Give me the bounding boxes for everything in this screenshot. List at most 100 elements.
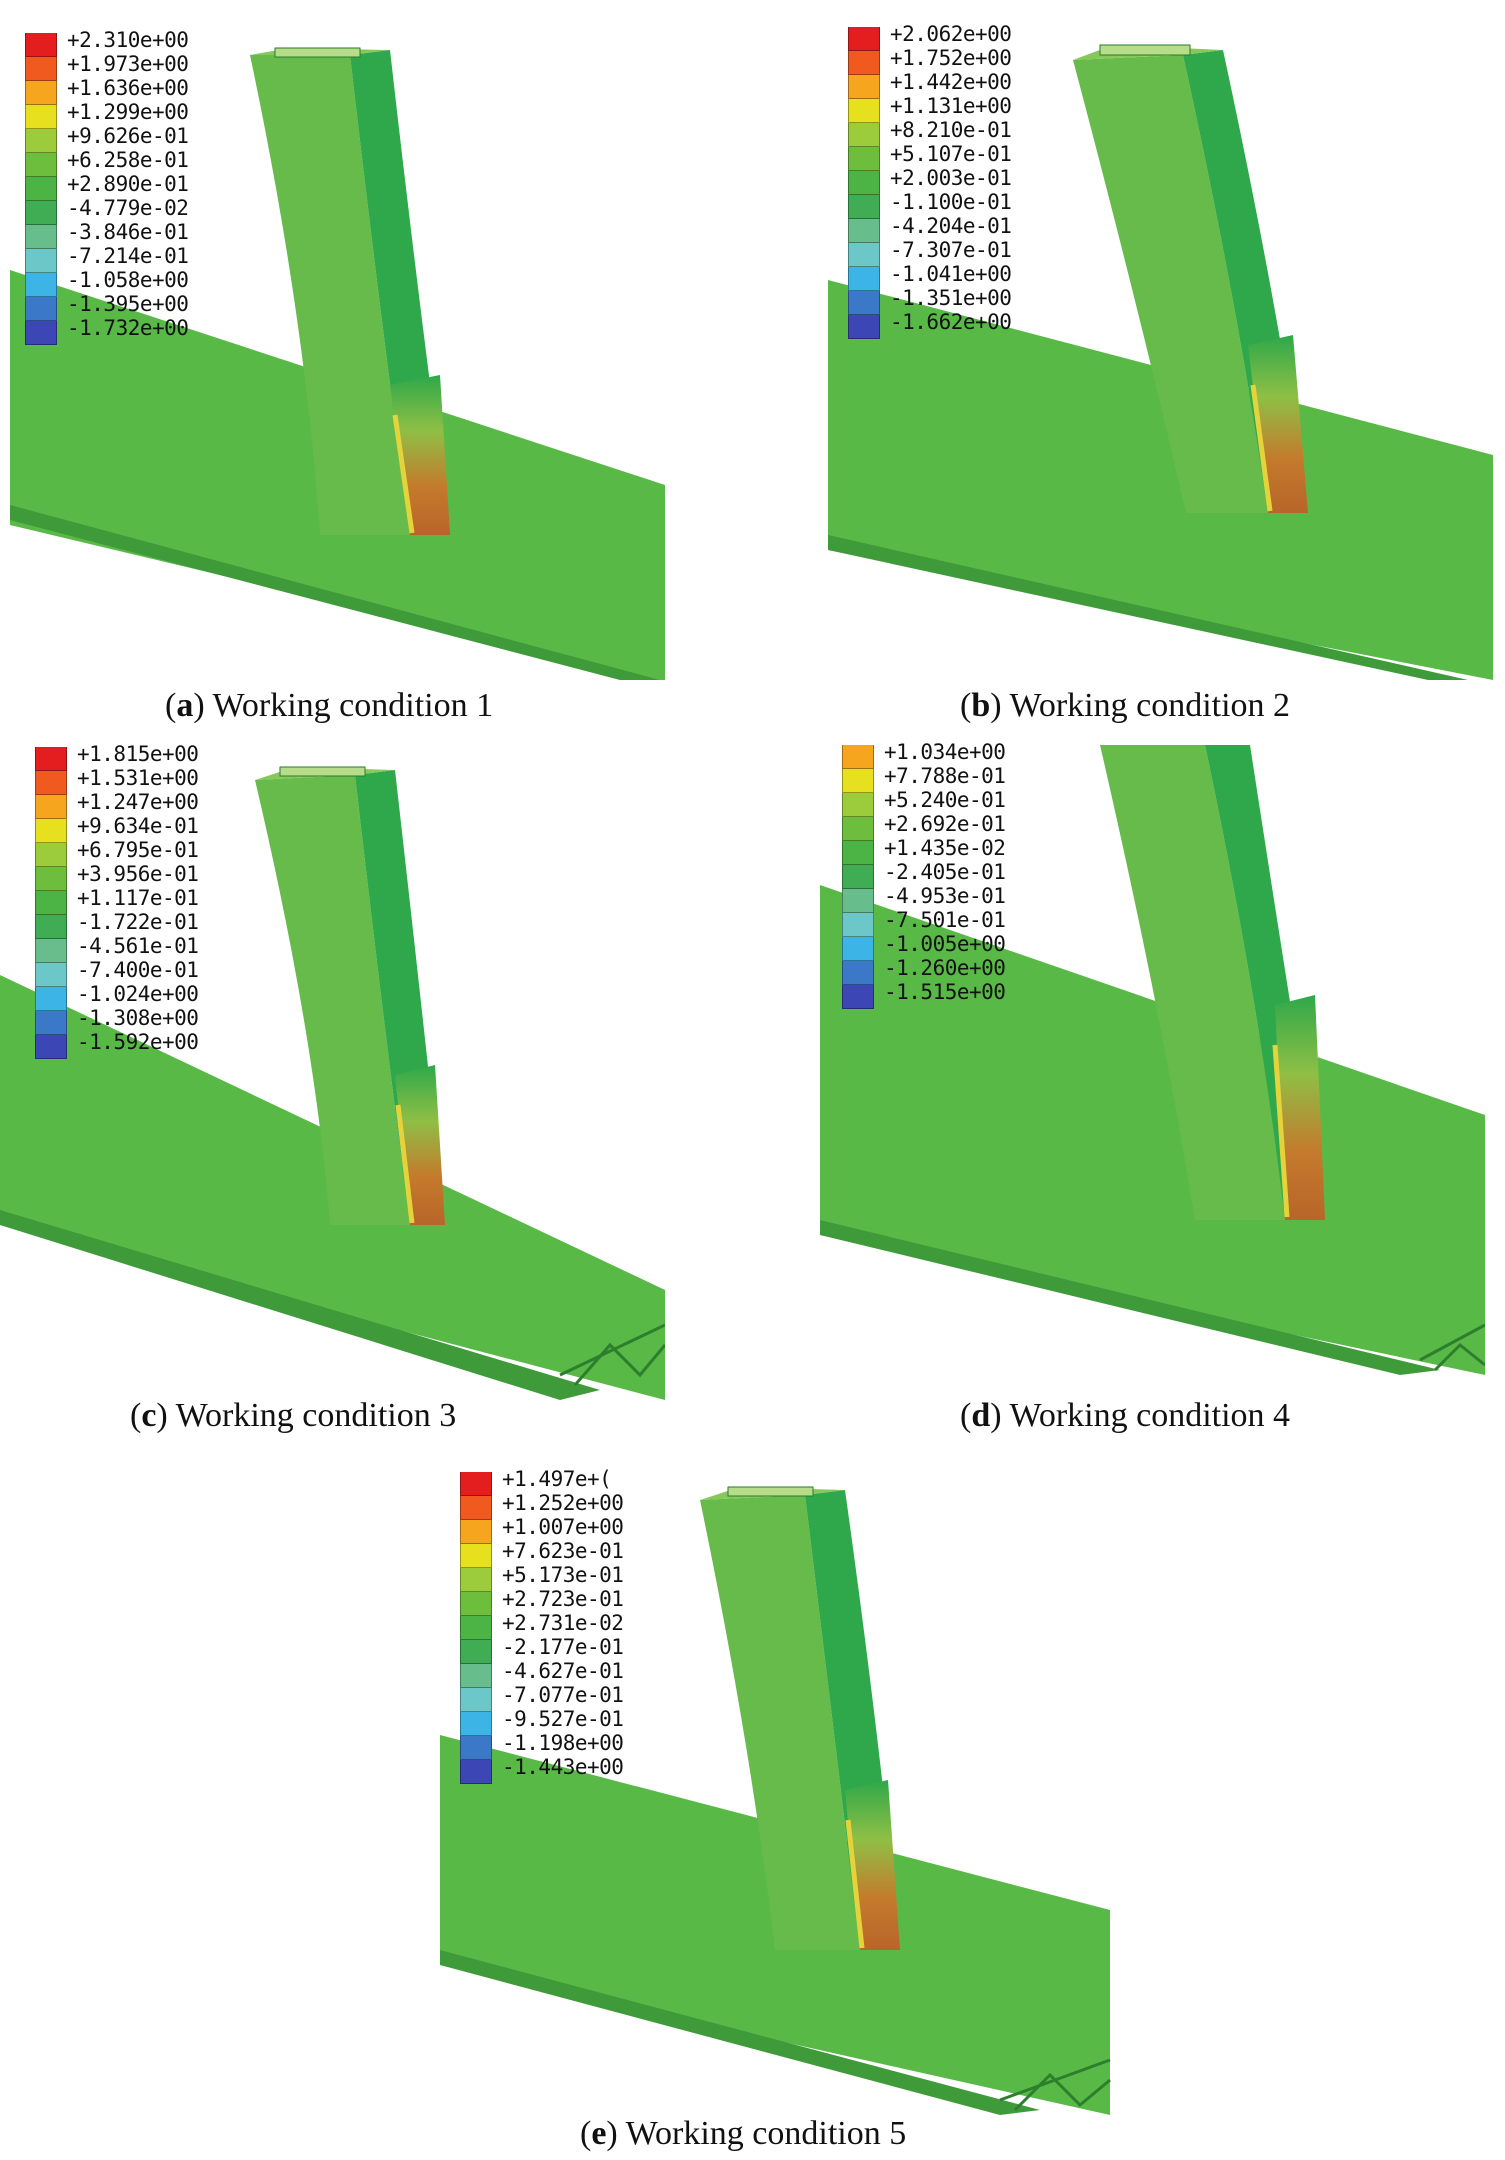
legend-row: +3.956e-01: [35, 862, 335, 891]
legend-row: -7.307e-01: [848, 238, 1148, 267]
legend-swatch: [842, 937, 874, 961]
legend-value: -3.846e-01: [67, 220, 189, 244]
column-top-hole: [274, 47, 361, 58]
legend-row: +1.752e+00: [848, 46, 1148, 75]
legend-row: -1.443e+00: [460, 1755, 760, 1784]
legend-swatch: [25, 81, 57, 105]
legend-swatch: [25, 153, 57, 177]
legend-value: +2.731e-02: [502, 1611, 624, 1635]
legend-row: +5.107e-01: [848, 142, 1148, 171]
legend-swatch: [460, 1664, 492, 1688]
legend-value: +1.252e+00: [502, 1491, 624, 1515]
legend-swatch: [842, 769, 874, 793]
legend-row: +1.131e+00: [848, 94, 1148, 123]
legend-value: -1.515e+00: [884, 980, 1006, 1004]
legend-value: -1.024e+00: [77, 982, 199, 1006]
legend-swatch: [35, 1035, 67, 1059]
legend-value: +6.795e-01: [77, 838, 199, 862]
legend-swatch: [848, 171, 880, 195]
legend-swatch: [848, 243, 880, 267]
legend-row: -1.592e+00: [35, 1030, 335, 1059]
legend-row: -1.662e+00: [848, 310, 1148, 339]
legend-row: +7.623e-01: [460, 1539, 760, 1568]
legend-value: +1.815e+00: [77, 742, 199, 766]
caption-c: (c) Working condition 3: [130, 1397, 457, 1434]
legend-row: -1.395e+00: [25, 292, 325, 321]
legend-swatch: [460, 1496, 492, 1520]
legend-swatch: [460, 1688, 492, 1712]
legend-value: -1.443e+00: [502, 1755, 624, 1779]
legend-value: -4.204e-01: [890, 214, 1012, 238]
legend-value: +8.210e-01: [890, 118, 1012, 142]
legend-swatch: [35, 963, 67, 987]
legend-row: +1.435e-02: [842, 836, 1142, 865]
legend-swatch: [35, 795, 67, 819]
legend-swatch: [848, 219, 880, 243]
caption-d: (d) Working condition 4: [960, 1397, 1291, 1434]
column-top-hole: [727, 1486, 814, 1497]
legend-value: +1.247e+00: [77, 790, 199, 814]
column-edge-highlight: [395, 1104, 415, 1224]
legend-row: +2.003e-01: [848, 166, 1148, 195]
column-hot-zone: [1275, 995, 1325, 1220]
legend-row: +1.442e+00: [848, 70, 1148, 99]
plate-side: [440, 1950, 1040, 2115]
legend-value: -1.592e+00: [77, 1030, 199, 1054]
fea-model-render-b: [828, 44, 1493, 680]
column-front: [250, 55, 410, 535]
legend-row: -1.308e+00: [35, 1006, 335, 1035]
legend-row: +2.310e+00: [25, 28, 325, 57]
legend-swatch: [848, 267, 880, 291]
column-front: [255, 775, 410, 1225]
legend-row: -4.953e-01: [842, 884, 1142, 913]
legend-row: +1.497e+(: [460, 1467, 760, 1496]
legend-row: -4.779e-02: [25, 196, 325, 225]
legend-row: -1.198e+00: [460, 1731, 760, 1760]
legend-value: +1.636e+00: [67, 76, 189, 100]
legend-swatch: [25, 129, 57, 153]
legend-swatch: [25, 225, 57, 249]
legend-row: -1.260e+00: [842, 956, 1142, 985]
legend-value: -1.732e+00: [67, 316, 189, 340]
legend-value: +2.062e+00: [890, 22, 1012, 46]
legend-value: +2.890e-01: [67, 172, 189, 196]
legend-value: -4.953e-01: [884, 884, 1006, 908]
column-edge-highlight: [845, 1819, 865, 1949]
legend-row: +1.636e+00: [25, 76, 325, 105]
legend-swatch: [848, 27, 880, 51]
legend-swatch: [842, 913, 874, 937]
legend-swatch: [460, 1520, 492, 1544]
legend-value: -7.307e-01: [890, 238, 1012, 262]
truss-detail: [559, 1323, 665, 1386]
column-front: [1100, 745, 1285, 1220]
legend-row: +8.210e-01: [848, 118, 1148, 147]
legend-value: -1.041e+00: [890, 262, 1012, 286]
legend-value: -4.779e-02: [67, 196, 189, 220]
legend-row: +2.062e+00: [848, 22, 1148, 51]
plate-side: [0, 1210, 600, 1400]
legend-value: +2.310e+00: [67, 28, 189, 52]
legend-swatch: [25, 273, 57, 297]
legend-swatch: [848, 291, 880, 315]
legend-swatch: [460, 1472, 492, 1496]
legend-swatch: [460, 1616, 492, 1640]
legend-value: +2.723e-01: [502, 1587, 624, 1611]
legend-swatch: [460, 1592, 492, 1616]
legend-value: +1.117e-01: [77, 886, 199, 910]
legend-value: -2.405e-01: [884, 860, 1006, 884]
legend-row: +1.034e+00: [842, 740, 1142, 769]
plate-side: [10, 505, 660, 680]
legend-swatch: [25, 177, 57, 201]
caption-b: (b) Working condition 2: [960, 687, 1291, 724]
legend-swatch: [460, 1736, 492, 1760]
caption-a: (a) Working condition 1: [165, 687, 494, 724]
panel-a: +2.310e+00+1.973e+00+1.636e+00+1.299e+00…: [0, 15, 665, 680]
legend-swatch: [460, 1712, 492, 1736]
caption-e: (e) Working condition 5: [580, 2115, 907, 2152]
plate-side: [828, 535, 1468, 680]
panel-c: +1.815e+00+1.531e+00+1.247e+00+9.634e-01…: [0, 735, 665, 1400]
legend-swatch: [842, 889, 874, 913]
base-plate: [820, 885, 1485, 1375]
legend-value: -9.527e-01: [502, 1707, 624, 1731]
legend-value: +1.752e+00: [890, 46, 1012, 70]
